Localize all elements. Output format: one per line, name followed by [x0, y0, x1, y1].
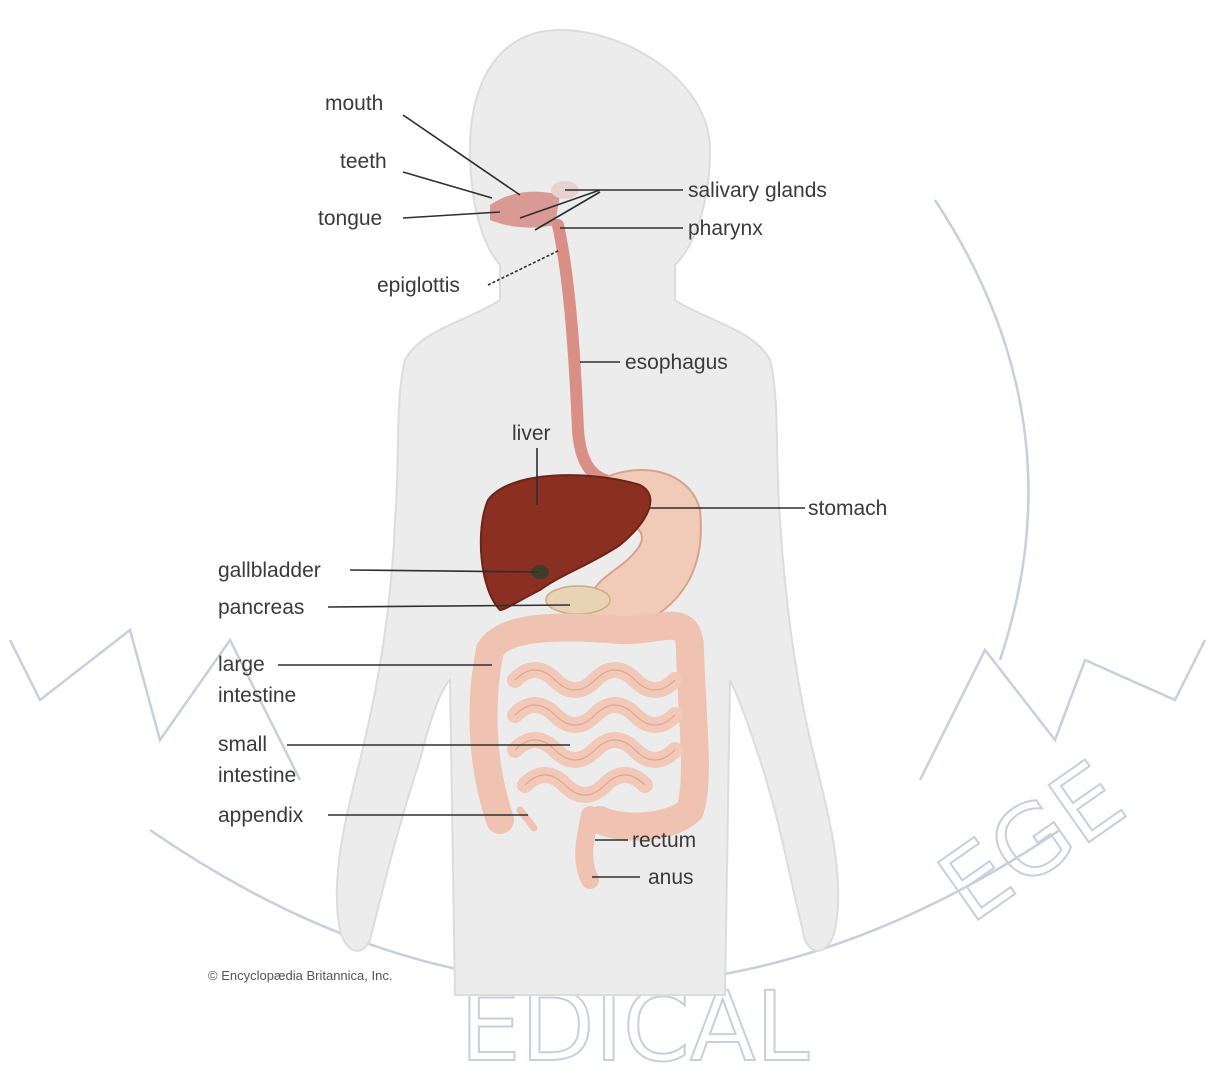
label-large-intestine-line1: large [218, 653, 265, 676]
label-small-intestine-line1: small [218, 733, 267, 756]
label-tongue: tongue [318, 207, 382, 230]
label-epiglottis: epiglottis [377, 274, 460, 297]
watermark-text-right: EGE [919, 740, 1144, 944]
rectum-organ [584, 815, 590, 880]
label-rectum: rectum [632, 829, 696, 852]
label-esophagus: esophagus [625, 351, 728, 374]
label-pancreas: pancreas [218, 596, 304, 619]
watermark-ring-right [935, 200, 1028, 660]
label-gallbladder: gallbladder [218, 559, 321, 582]
label-salivary-glands: salivary glands [688, 179, 827, 202]
label-teeth: teeth [340, 150, 387, 173]
label-large-intestine-line2: intestine [218, 684, 296, 707]
label-liver: liver [512, 422, 551, 445]
label-small-intestine-line2: intestine [218, 764, 296, 787]
label-pharynx: pharynx [688, 217, 763, 240]
label-appendix: appendix [218, 804, 304, 827]
label-anus: anus [648, 866, 694, 889]
label-stomach: stomach [808, 497, 887, 520]
pancreas-organ [546, 586, 610, 614]
label-mouth: mouth [325, 92, 383, 115]
copyright-credit: © Encyclopædia Britannica, Inc. [208, 968, 392, 983]
